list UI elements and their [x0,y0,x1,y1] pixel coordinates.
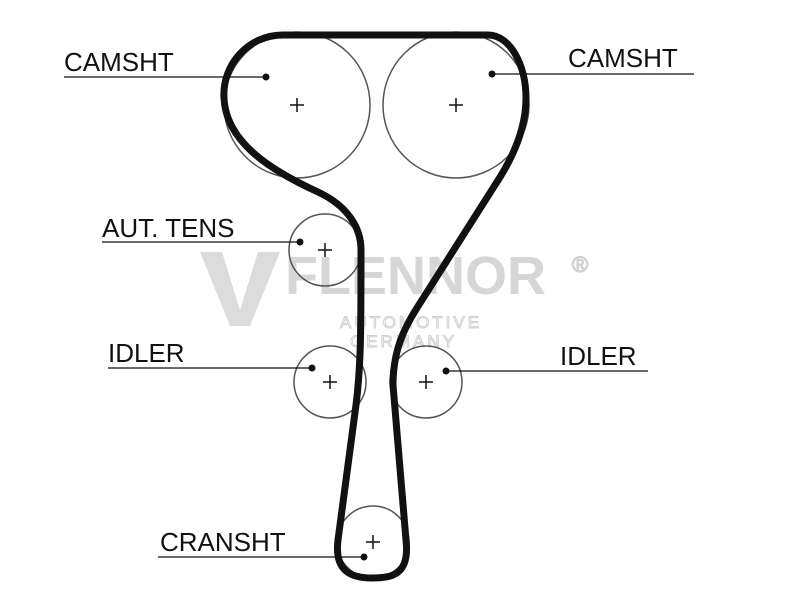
center-mark-idler-left [323,375,337,389]
label-idler-right: IDLER [560,341,637,371]
watermark: FLENNOR ® AUTOMOTIVE GERMANY [200,246,589,352]
anchor-dot-camshaft-left [262,73,270,81]
timing-belt [220,31,530,582]
watermark-registered-mark: ® [572,252,588,277]
watermark-brand: FLENNOR [285,246,546,306]
watermark-logo-icon [200,252,280,326]
pulley-idler-left [293,345,367,419]
center-mark-crankshaft [366,535,380,549]
anchor-dot-auto-tensioner [296,238,304,246]
center-mark-camshaft-left [290,98,304,112]
center-mark-auto-tensioner [318,243,332,257]
label-camshaft-right: CAMSHT [568,43,678,73]
label-camshaft-left: CAMSHT [64,47,174,77]
label-crankshaft: CRANSHT [160,527,286,557]
anchor-dots [262,70,496,561]
labels: CAMSHT CAMSHT AUT. TENS IDLER IDLER CRAN… [64,43,678,557]
leader-lines [64,73,694,558]
label-idler-left: IDLER [108,338,185,368]
anchor-dot-camshaft-right [488,70,496,78]
anchor-dot-idler-left [308,364,316,372]
label-auto-tensioner: AUT. TENS [102,213,234,243]
center-marks [290,98,463,549]
anchor-dot-idler-right [442,367,450,375]
anchor-dot-crankshaft [360,553,368,561]
center-mark-idler-right [419,375,433,389]
center-mark-camshaft-right [449,98,463,112]
